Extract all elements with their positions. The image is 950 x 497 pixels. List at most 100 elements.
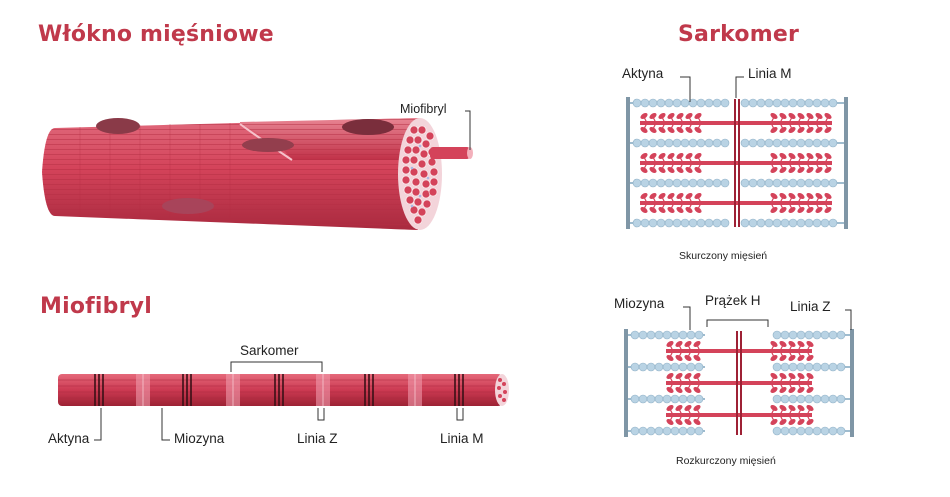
myosin-head xyxy=(666,372,674,380)
myosin-head xyxy=(649,192,657,200)
myosin-head xyxy=(797,152,805,160)
myosin-head xyxy=(667,192,675,200)
myosin-head xyxy=(666,418,674,426)
myosin-head xyxy=(806,166,814,174)
actin-bead xyxy=(772,394,782,404)
myosin-head xyxy=(658,152,666,160)
myosin-head xyxy=(770,386,778,394)
myosin-head xyxy=(676,152,684,160)
myosin-head xyxy=(770,404,778,412)
myosin-head xyxy=(770,354,778,362)
myosin-head xyxy=(640,126,648,134)
actin-bead xyxy=(686,426,696,436)
myosin-head xyxy=(675,340,683,348)
myosin-head xyxy=(649,206,657,214)
myosin-head xyxy=(676,206,684,214)
actin-bead xyxy=(788,426,798,436)
myosin-head xyxy=(815,166,823,174)
myosin-head xyxy=(797,372,805,380)
myofibril-sarcomere-label: Sarkomer xyxy=(240,343,299,358)
actin-bead xyxy=(694,394,704,404)
myosin-head xyxy=(806,354,814,362)
myosin-head xyxy=(797,386,805,394)
actin-bead xyxy=(630,362,640,372)
actin-bead xyxy=(796,426,806,436)
myosin-head xyxy=(684,340,692,348)
relaxed-caption: Rozkurczony mięsień xyxy=(676,455,776,467)
myosin-head xyxy=(779,206,787,214)
myosin-head xyxy=(675,386,683,394)
z-line xyxy=(844,97,848,229)
myosin-head xyxy=(788,418,796,426)
actin-callout xyxy=(680,76,691,102)
myosin-head xyxy=(658,166,666,174)
actin-bead xyxy=(662,394,672,404)
myosin-head xyxy=(797,354,805,362)
myosin-head xyxy=(667,126,675,134)
actin-bead xyxy=(630,426,640,436)
actin-bead xyxy=(828,394,838,404)
actin-bead xyxy=(820,394,830,404)
actin-bead xyxy=(630,330,640,340)
actin-bead xyxy=(678,426,688,436)
actin-bead xyxy=(646,330,656,340)
myosin-head xyxy=(779,152,787,160)
myosin-head xyxy=(649,152,657,160)
myosin-head xyxy=(684,404,692,412)
actin-bead xyxy=(638,330,648,340)
actin-bead xyxy=(796,362,806,372)
myosin-head xyxy=(685,112,693,120)
actin-bead xyxy=(720,138,730,148)
myosin-head xyxy=(779,418,787,426)
actin-bead xyxy=(670,330,680,340)
myosin-head xyxy=(788,404,796,412)
myosin-head xyxy=(685,192,693,200)
myosin-head xyxy=(694,112,702,120)
myosin-head xyxy=(658,206,666,214)
myosin-head xyxy=(824,112,832,120)
myosin-head xyxy=(693,340,701,348)
myosin-head xyxy=(815,192,823,200)
actin-bead xyxy=(670,394,680,404)
myosin-head xyxy=(788,340,796,348)
h-band-bracket xyxy=(706,319,769,327)
myosin-head xyxy=(788,112,796,120)
myosin-head xyxy=(640,152,648,160)
myosin-head xyxy=(684,372,692,380)
actin-bead xyxy=(780,362,790,372)
myosin-head xyxy=(640,206,648,214)
myosin-head xyxy=(676,192,684,200)
myosin-head xyxy=(788,386,796,394)
actin-bead xyxy=(646,394,656,404)
actin-bead xyxy=(820,362,830,372)
myosin-head xyxy=(788,166,796,174)
myosin-head xyxy=(806,418,814,426)
myosin-head xyxy=(770,372,778,380)
myofibril-actin-label: Aktyna xyxy=(48,431,90,446)
actin-bead xyxy=(654,362,664,372)
actin-bead xyxy=(828,330,838,340)
myosin-head xyxy=(676,126,684,134)
actin-bead xyxy=(804,394,814,404)
myosin-head xyxy=(797,126,805,134)
myosin-head xyxy=(797,340,805,348)
myosin-head xyxy=(675,372,683,380)
myosin-head xyxy=(666,354,674,362)
myosin-head xyxy=(788,372,796,380)
myosin-head xyxy=(779,372,787,380)
myosin-head xyxy=(694,152,702,160)
myosin-head xyxy=(788,126,796,134)
myosin-head xyxy=(694,206,702,214)
myosin-head xyxy=(693,372,701,380)
myosin-head xyxy=(806,126,814,134)
myosin-head xyxy=(640,166,648,174)
myosin-head xyxy=(806,192,814,200)
myosin-head xyxy=(806,206,814,214)
myosin-head xyxy=(770,192,778,200)
m-line-callout xyxy=(735,76,744,98)
myosin-head xyxy=(770,166,778,174)
